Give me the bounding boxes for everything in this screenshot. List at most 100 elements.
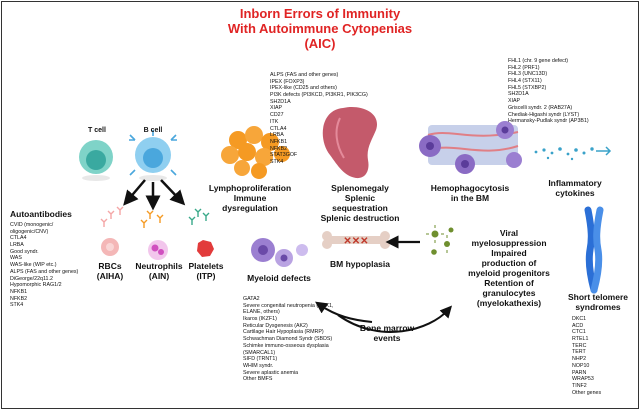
list-item: WRAP53 [572,376,594,383]
list-item: ELANE, others) [243,309,280,316]
list-item: IPEX (FOXP3) [270,78,305,85]
platelet-icon [197,240,214,257]
list-item: XIAP [270,105,283,112]
heading-line: dysregulation [222,203,278,213]
list-item: Other BMFS [243,376,273,383]
list-item: ITK [270,118,279,125]
list-item: PI3K defects (PI3KCD, PI3KR1, PIK3CG) [270,92,368,99]
b-cell-icon [129,130,177,181]
cytokines-icon [534,146,612,161]
list-item: RTEL1 [572,336,589,343]
platelets-label: Platelets (ITP) [184,261,228,281]
heading-line: sequestration [332,203,388,213]
telomere-gene-list: DKC1 ACD CTC1 RTEL1 TERC TERT NHP2 NOP10… [572,316,601,396]
text-line: myelosuppression [471,238,547,248]
list-item: Good syndr. [10,248,39,255]
list-item: Hypomorphic RAG1/2 [10,282,62,289]
list-item: NFKB2 [270,145,288,152]
label-line: events [373,333,401,343]
heading-line: Splenomegaly [331,183,389,193]
list-item: PARN [572,369,587,376]
list-item: Reticular Dysgenesis (AK2) [243,322,308,329]
list-item: SIFD (TRNT1) [243,356,278,363]
arrow-to-platelets [160,179,186,206]
list-item: XIAP [508,98,521,105]
heading-line: Lymphoproliferation [208,183,292,193]
rbc-icon [101,238,119,256]
heading-line: Splenic [344,193,376,203]
t-cell-label: T cell [88,127,106,134]
heading-line: Inflammatory [548,178,602,188]
antibody-icons [100,206,210,228]
hlh-gene-list: FHL1 (chr. 9 gene defect) FHL2 (PRF1) FH… [508,58,589,125]
title-line: (AIC) [304,36,336,51]
spleen-heading: Splenomegaly Splenic sequestration Splen… [310,183,410,223]
heading-line: Immune [233,193,267,203]
list-item: FHL4 (STX11) [508,78,542,85]
lymphoproliferation-heading: Lymphoproliferation Immune dysregulation [200,183,300,213]
lymphoproliferation-icon [221,126,290,179]
hemophagocytosis-heading: Hemophagocytosis in the BM [420,183,520,203]
list-item: Severe aplastic anemia [243,369,299,376]
arrow-bm-events-right [337,305,453,333]
viral-myelosuppression-text: Viral myelosuppression Impaired producti… [454,228,564,308]
heading-line: Hemophagocytosis [430,183,510,193]
b-cell-label: B cell [143,127,163,134]
autoantibodies-list: CVID (monogenic/ oligogenic/CNV) CTLA4 L… [10,222,78,309]
arrow-bm-events-left [315,301,373,323]
list-item: FHL1 (chr. 9 gene defect) [508,58,569,64]
label-line: Bone marrow [359,323,415,333]
list-item: GATA2 [243,296,260,302]
list-item: CTLA4 [270,125,287,132]
label-line: RBCs [98,261,122,271]
heading-line: in the BM [450,193,490,203]
list-item: STK4 [270,158,284,165]
myeloid-defects-label: Myeloid defects [247,273,311,283]
list-item: CTLA4 [10,235,27,242]
t-cell-icon [79,140,113,181]
list-item: Schimke immuno-osseous dysplasia [243,342,329,349]
list-item: Griscelli syndr. 2 (RAB27A) [508,104,573,111]
hemophagocytosis-icon [419,121,522,174]
list-item: Hermansky-Pudlak syndr (AP3B1) [508,118,589,125]
list-item: WAS-like (WIP etc.) [10,262,57,269]
list-item: IPEX-like (CD25 and others) [270,85,337,92]
list-item: Schwachman Diamond Syndr (SBDS) [243,336,333,343]
label-line: Neutrophils [135,261,183,271]
arrow-to-rbc [123,179,146,206]
list-item: STAT3GOF [270,152,298,159]
bone-marrow-events-label: Bone marrow events [352,323,422,343]
list-item: FHL3 (UNC13D) [508,71,548,78]
title-line: With Autoimmune Cytopenias [227,21,413,36]
list-item: (SMARCAL1) [243,349,276,356]
list-item: ALPS (FAS and other genes) [10,268,79,275]
myeloid-gene-list: GATA2 Severe congenital neutropenia (HAX… [243,296,333,383]
label-line: (AIHA) [96,271,124,281]
list-item: Severe congenital neutropenia (HAX1, [243,302,334,309]
virus-icons [426,225,454,255]
list-item: ACD [572,322,584,329]
list-item: Other genes [572,389,602,396]
heading-line: Splenic destruction [320,213,400,223]
label-line: (AIN) [148,271,170,281]
list-item: WAS [10,255,22,262]
myeloid-defect-icon [251,238,308,267]
list-item: TERT [572,349,586,356]
list-item: NFKB1 [10,288,28,295]
text-line: Retention of [484,278,534,288]
spleen-icon [322,106,378,179]
list-item: DKC1 [572,316,587,322]
text-line: Viral [499,228,519,238]
list-item: NHP2 [572,356,587,363]
list-item: FHL2 (PRF1) [508,64,540,71]
heading-line: Short telomere [568,292,628,302]
text-line: (myelokathexis) [476,298,542,308]
list-item: LRBA [10,242,24,249]
list-item: CTC1 [572,329,586,336]
label-line: Platelets [188,261,224,271]
neutrophils-label: Neutrophils (AIN) [134,261,184,281]
list-item: NFKB2 [10,295,28,302]
list-item: LRBA [270,132,284,139]
figure-title: Inborn Errors of Immunity With Autoimmun… [150,6,490,51]
list-item: Cartilage Hair Hypoplasia (RMRP) [243,329,324,336]
